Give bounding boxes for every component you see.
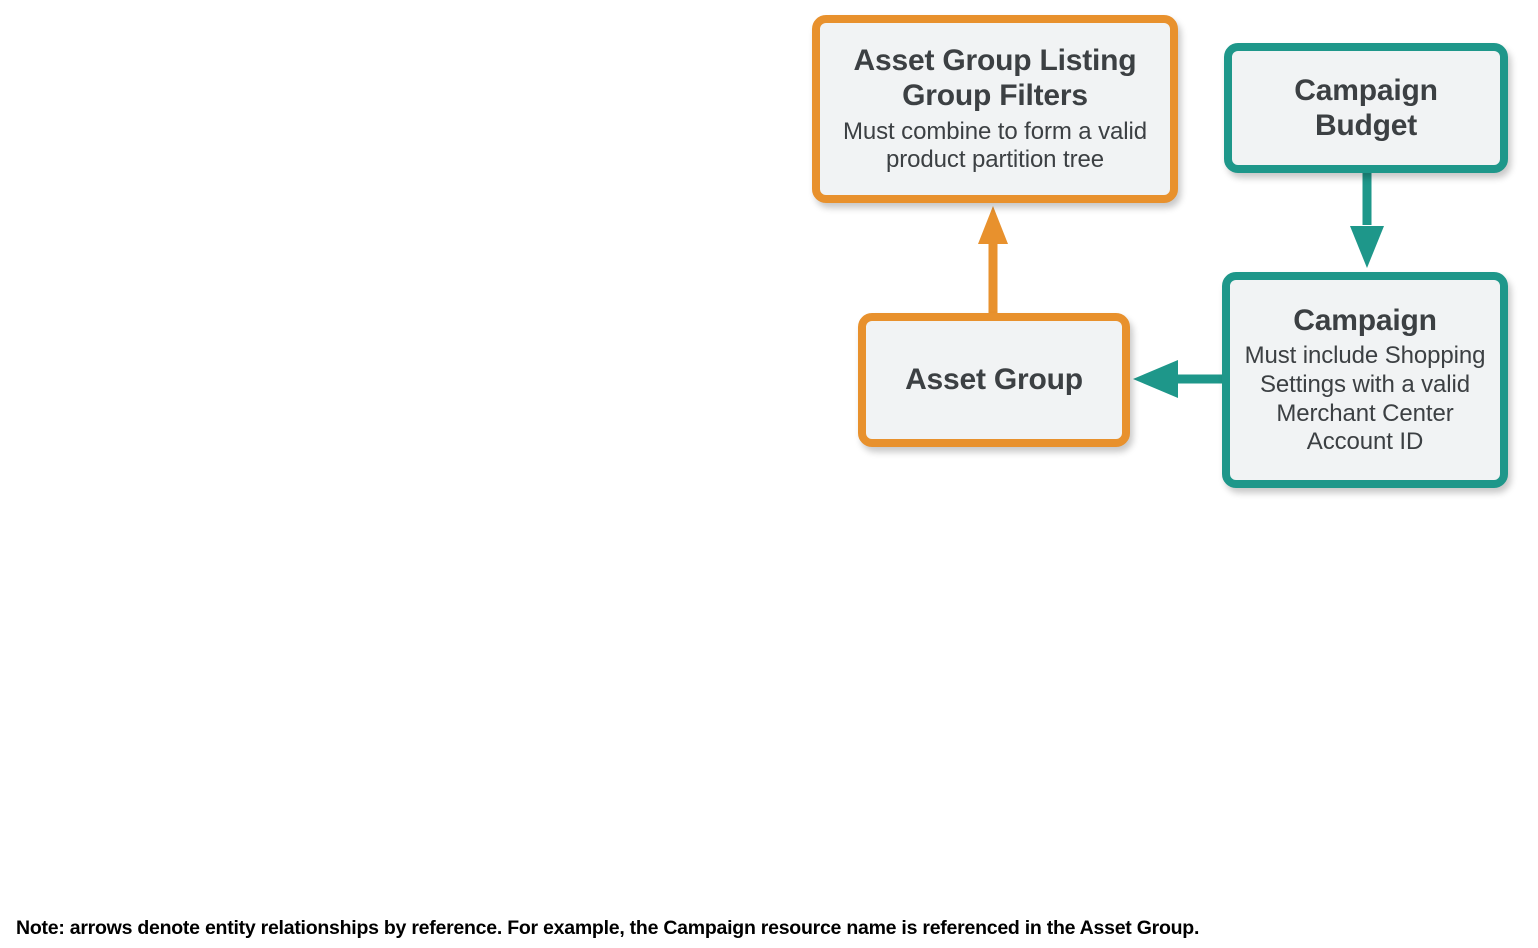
- node-asset-group-listing-group-filters[interactable]: Asset Group Listing Group Filters Must c…: [812, 15, 1178, 203]
- node-campaign[interactable]: Campaign Must include Shopping Settings …: [1222, 272, 1508, 488]
- node-title: Asset Group: [905, 363, 1083, 397]
- node-title: Asset Group Listing Group Filters: [853, 43, 1137, 113]
- node-title: Campaign: [1293, 303, 1437, 337]
- node-asset-group[interactable]: Asset Group: [858, 313, 1130, 447]
- node-campaign-budget[interactable]: Campaign Budget: [1224, 43, 1508, 173]
- node-title: Campaign Budget: [1294, 73, 1438, 142]
- edge-asset-group-to-listing-group-filters: [978, 206, 1008, 315]
- diagram-footnote: Note: arrows denote entity relationships…: [16, 917, 1200, 939]
- node-subtitle: Must include Shopping Settings with a va…: [1244, 342, 1486, 456]
- node-subtitle: Must combine to form a valid product par…: [843, 117, 1147, 174]
- edge-campaign-to-asset-group: [1133, 360, 1226, 398]
- edge-campaign-budget-to-campaign: [1350, 171, 1384, 268]
